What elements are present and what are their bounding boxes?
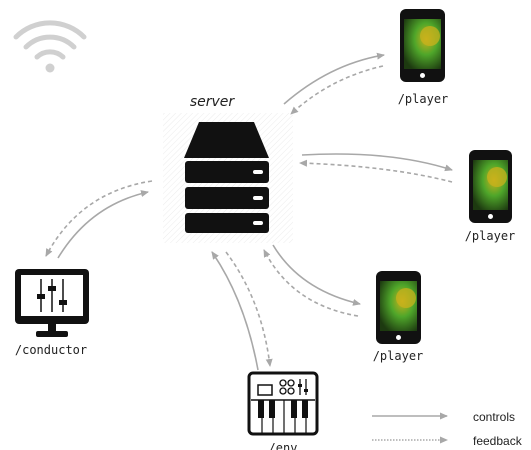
player-label: /player xyxy=(398,92,449,106)
smartphone-icon xyxy=(469,150,512,223)
legend: controls feedback xyxy=(372,410,523,448)
control-arrow-server-to-player-3 xyxy=(272,244,361,306)
wifi-icon xyxy=(13,20,87,73)
player-label: /player xyxy=(373,349,424,363)
synth-keyboard-icon xyxy=(247,371,319,436)
smartphone-icon xyxy=(400,9,445,82)
feedback-arrow-player-3-to-server xyxy=(263,249,359,317)
monitor-mixer-icon xyxy=(15,269,89,337)
conductor-label: /conductor xyxy=(15,343,87,357)
control-arrow-conductor-to-server xyxy=(57,190,149,259)
server-icon xyxy=(163,113,293,243)
feedback-arrow-server-to-conductor xyxy=(45,180,153,257)
control-arrow-env-to-server xyxy=(211,251,259,371)
feedback-arrow-player-1-to-server xyxy=(290,65,384,115)
env-label: /env xyxy=(269,441,298,450)
control-arrow-server-to-player-1 xyxy=(283,52,385,105)
smartphone-icon xyxy=(376,271,421,344)
legend-feedback-label: feedback xyxy=(473,434,523,448)
feedback-arrow-server-to-env xyxy=(225,251,273,367)
server-label: server xyxy=(190,94,236,110)
player-label: /player xyxy=(465,229,516,243)
feedback-arrow-player-2-to-server xyxy=(299,159,453,183)
legend-controls-label: controls xyxy=(473,410,515,424)
control-arrow-server-to-player-2 xyxy=(301,153,453,172)
